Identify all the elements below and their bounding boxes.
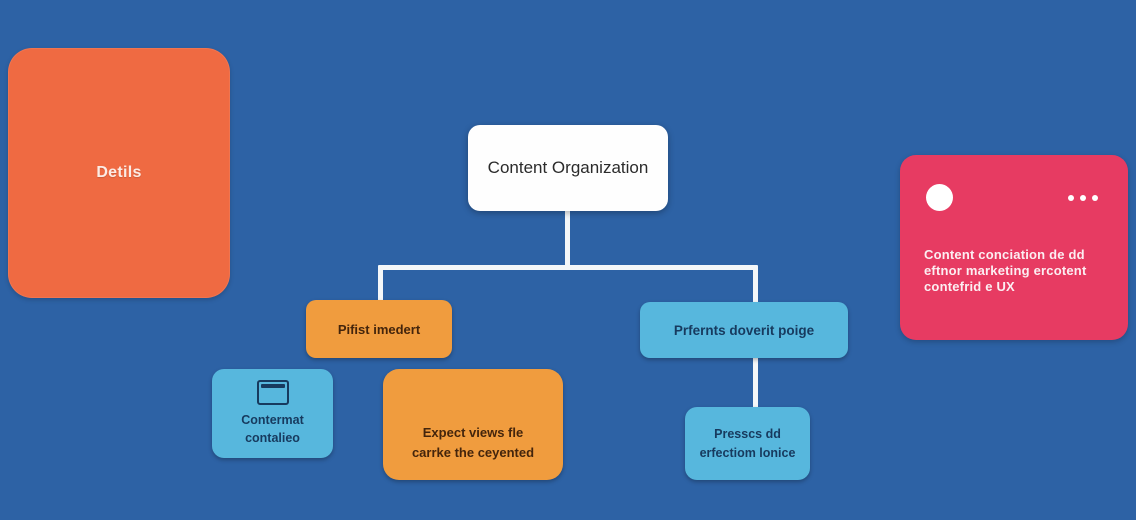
node-expect-label-line2: carrke the ceyented (411, 444, 535, 460)
connector-process-drop (753, 356, 758, 409)
card-description-line2: eftnor marketing ercotent (924, 262, 1087, 278)
root-node-label: Content Organization (487, 158, 649, 177)
node-process[interactable]: Presscs dd erfectiom lonice (685, 407, 810, 480)
node-contermat[interactable]: Contermat contalieo (212, 369, 333, 458)
connector-left-drop (378, 268, 383, 302)
node-expect[interactable]: Expect views fle carrke the ceyented (383, 369, 563, 480)
node-prefers-label: Prfernts doverit poige (673, 322, 815, 338)
root-node-content-organization[interactable]: Content Organization (468, 125, 668, 211)
circle-avatar-icon (926, 184, 953, 211)
node-process-label-line1: Presscs dd (714, 426, 781, 441)
node-contermat-label-line2: contalieo (245, 431, 300, 445)
node-first[interactable]: Pifist imedert (306, 300, 452, 358)
details-panel[interactable]: Detils (8, 48, 230, 298)
connector-right-drop (753, 268, 758, 304)
card-description: Content conciation de dd eftnor marketin… (924, 247, 1114, 295)
ellipsis-menu-icon[interactable] (1068, 195, 1098, 201)
node-contermat-label-line1: Contermat (241, 412, 304, 427)
node-expect-label-line1: Expect views fle (422, 425, 524, 440)
node-process-label-line2: erfectiom lonice (699, 445, 796, 460)
node-first-label: Pifist imedert (337, 321, 421, 337)
connector-root-drop (565, 209, 570, 270)
node-prefers[interactable]: Prfernts doverit poige (640, 302, 848, 358)
details-panel-label: Detils (96, 164, 142, 181)
card-description-line1: Content conciation de dd (924, 247, 1085, 262)
browser-window-icon (256, 379, 289, 405)
content-info-card[interactable]: Content conciation de dd eftnor marketin… (900, 155, 1128, 340)
connector-branch-horizontal (378, 265, 758, 270)
card-description-line3: contefrid e UX (924, 278, 1015, 294)
